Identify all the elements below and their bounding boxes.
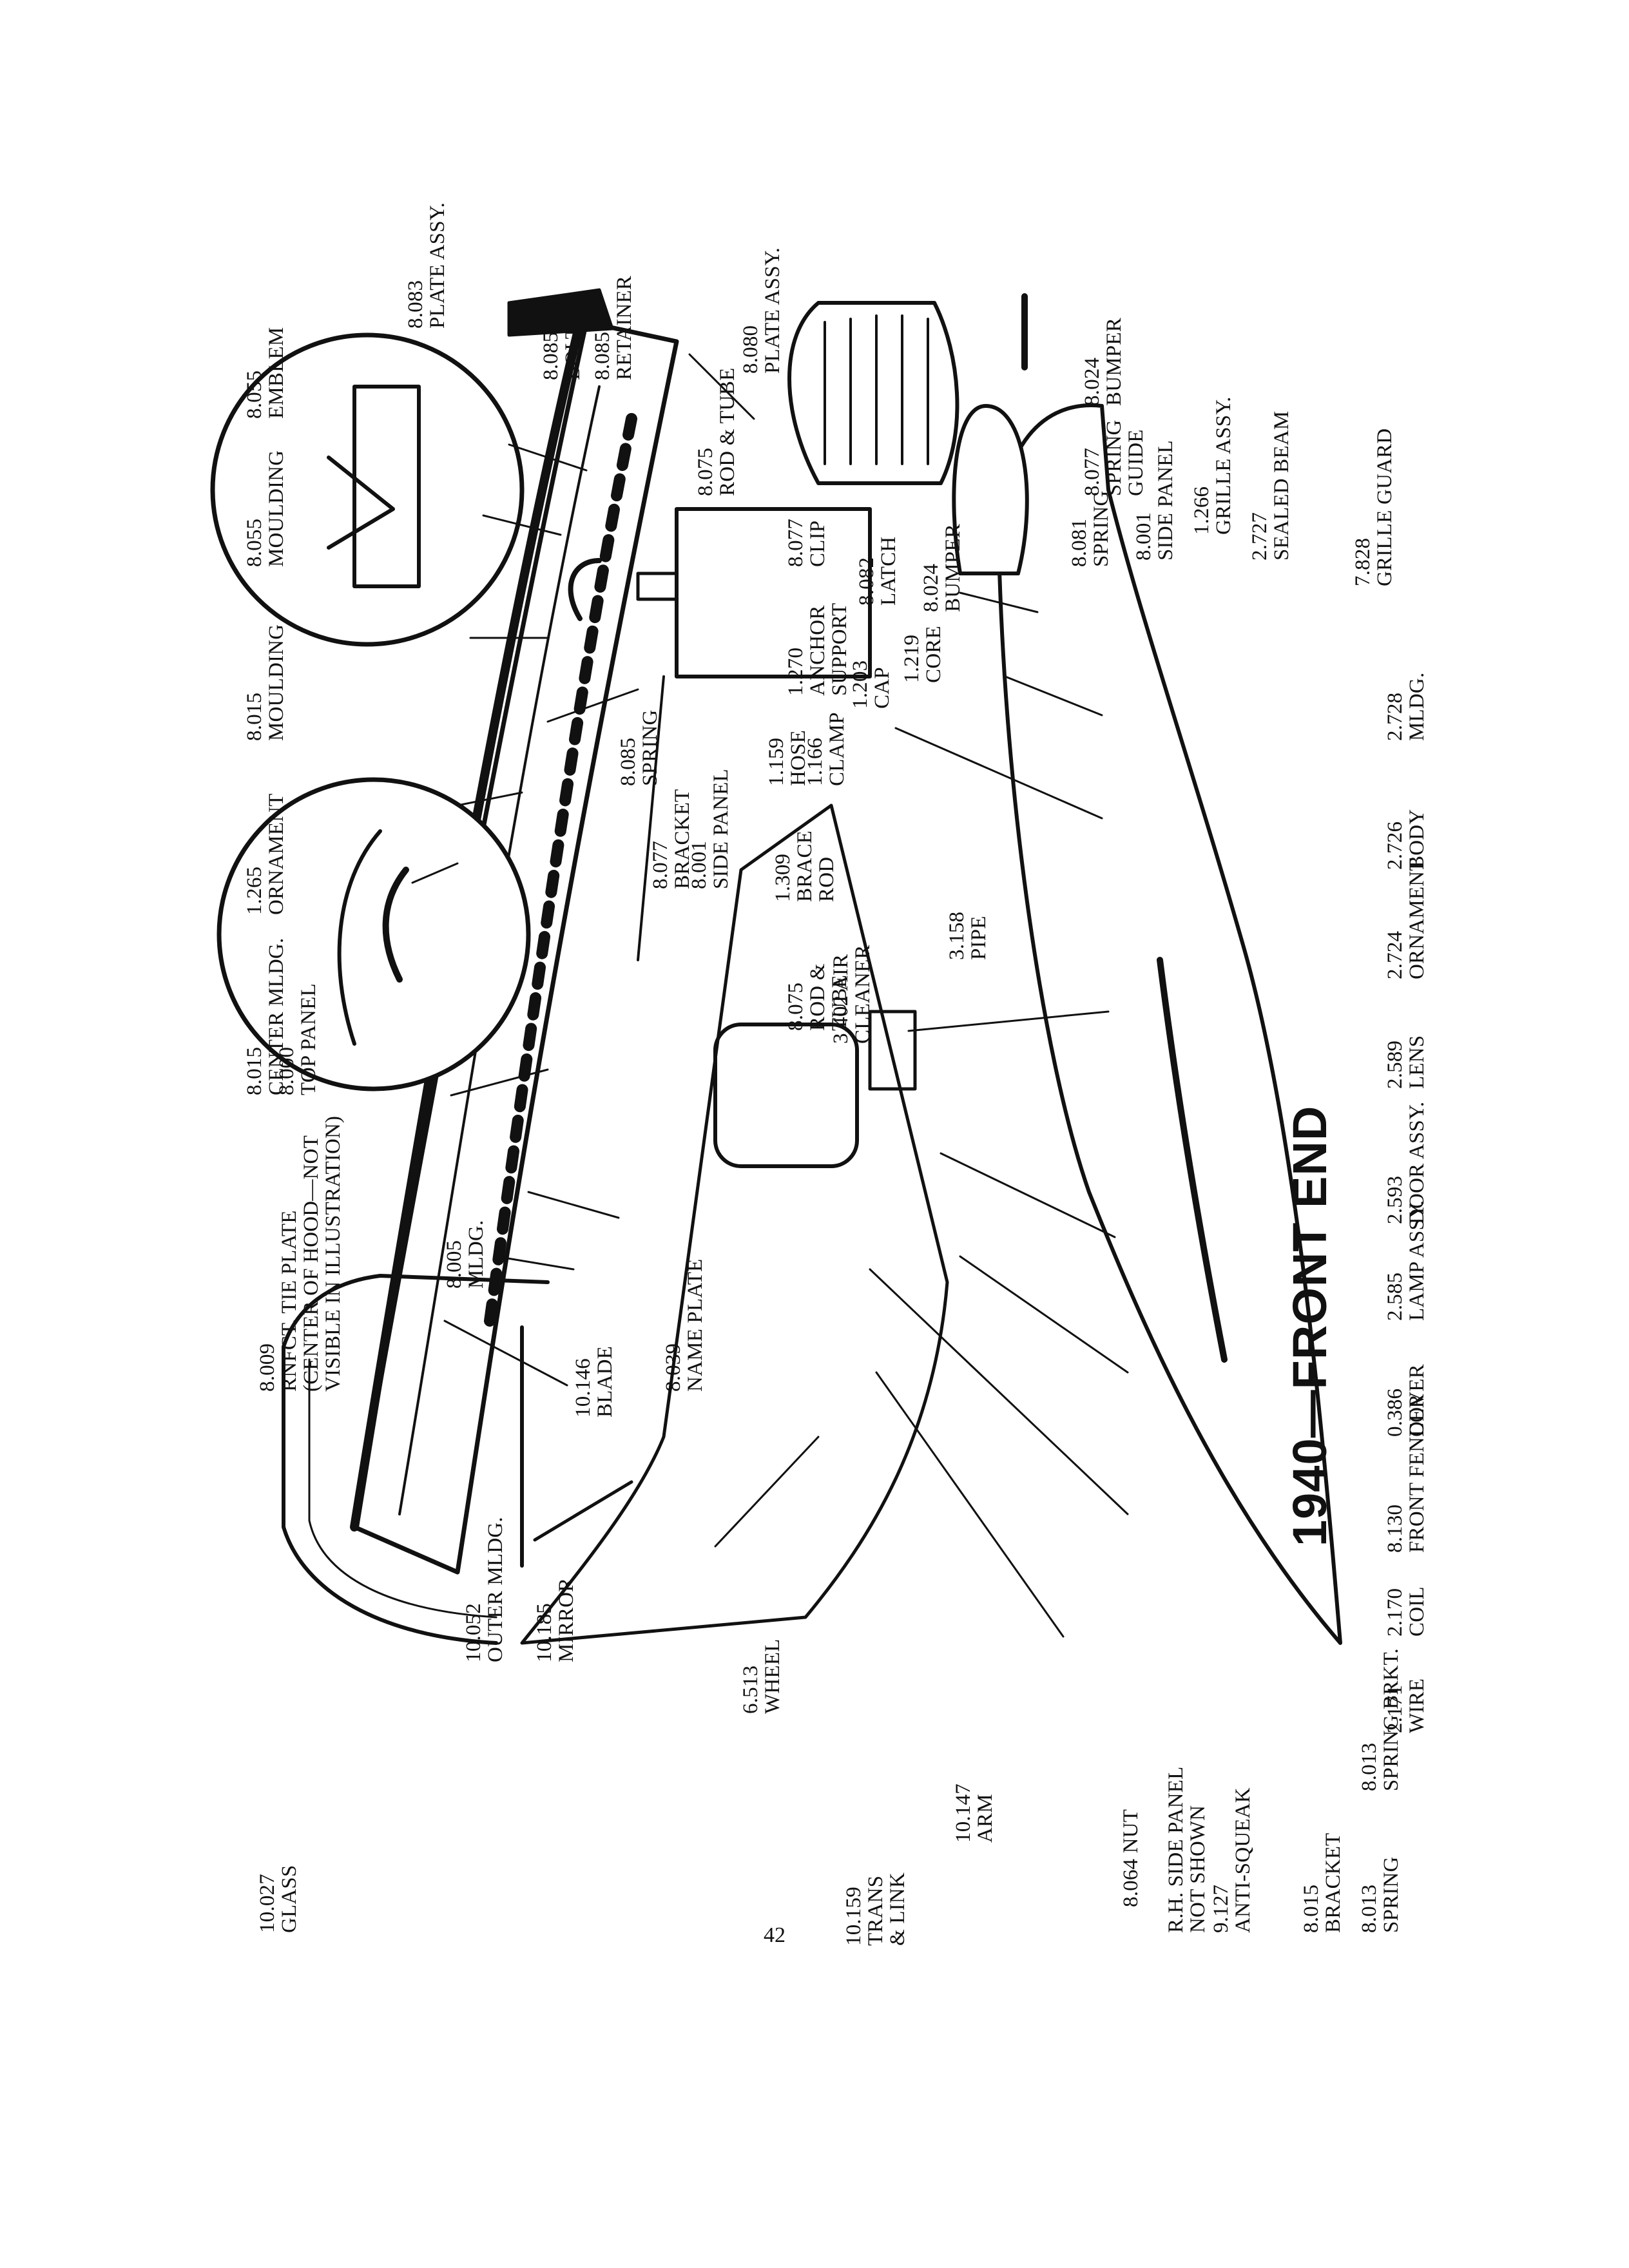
fender-lamp — [952, 404, 1029, 575]
front-end-illustration — [210, 288, 1342, 1645]
front-fender-shape — [997, 403, 1342, 1645]
fender-highlight — [1157, 957, 1228, 1363]
brace-rod — [637, 675, 665, 961]
radiator-core — [675, 507, 872, 678]
hood-shape — [352, 320, 679, 1575]
detail-circle-lock — [217, 777, 531, 1091]
hood-ornament — [568, 558, 602, 621]
page-number: 42 — [764, 1923, 786, 1947]
grille — [787, 301, 959, 485]
windshield-glass — [308, 1358, 497, 1619]
hood-emblem — [507, 288, 614, 337]
cowl-panel — [520, 803, 949, 1645]
wiper-arm — [533, 1480, 633, 1542]
air-cleaner — [713, 1023, 859, 1168]
grille-bars — [824, 314, 929, 465]
radiator-cap — [636, 572, 679, 601]
coil — [868, 1010, 917, 1091]
hood-louver-strip — [484, 413, 637, 1327]
windshield-frame — [282, 1274, 550, 1645]
